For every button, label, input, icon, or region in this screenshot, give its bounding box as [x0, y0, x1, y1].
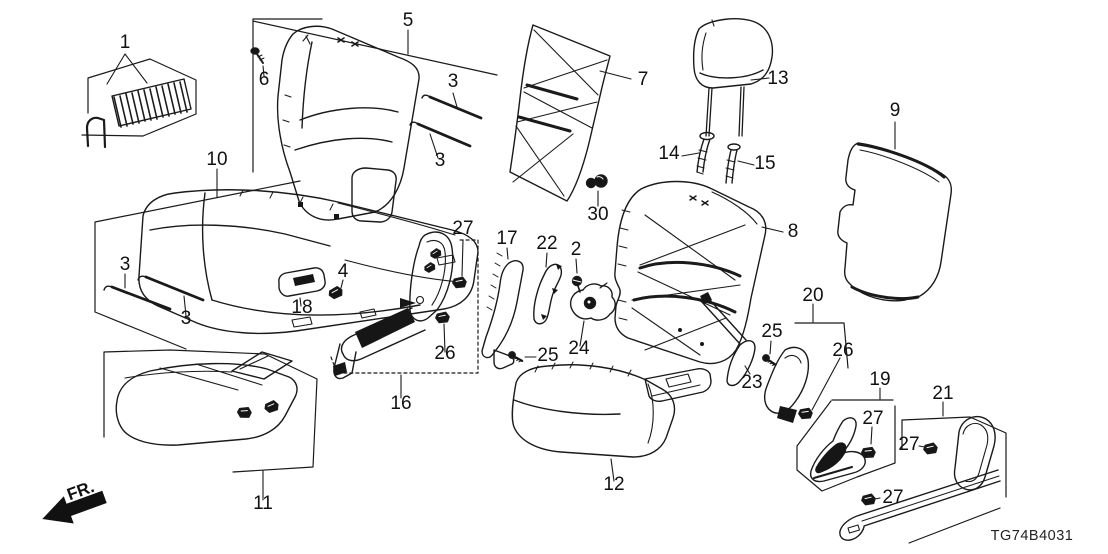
part-27-clip-mid [922, 441, 939, 456]
callout-16: 16 [390, 393, 411, 414]
callout-7: 7 [638, 69, 649, 90]
part-15-headrest-guide-lock [725, 143, 741, 184]
part-7-seatback-pad [509, 24, 611, 202]
callout-27a: 27 [452, 218, 473, 239]
callout-1: 1 [120, 32, 131, 53]
callout-11: 11 [253, 493, 273, 514]
callout-leader-lines [106, 29, 944, 501]
part-17-guide-bracket [481, 252, 524, 370]
callout-12: 12 [603, 474, 624, 495]
part-30-knob [585, 174, 608, 189]
callout-3b: 3 [435, 150, 446, 171]
part-3-trim-wires-left [103, 275, 205, 311]
callout-10: 10 [206, 149, 227, 170]
part-13-headrest [692, 18, 774, 137]
callout-24: 24 [568, 338, 590, 359]
callout-3d: 3 [181, 308, 192, 329]
callout-17: 17 [496, 228, 517, 249]
callout-27d: 27 [882, 487, 903, 508]
part-20-recliner-cover [763, 346, 810, 423]
part-26-clip-frame [434, 310, 451, 325]
part-26-clip-right [797, 406, 814, 421]
callout-27c: 27 [898, 434, 919, 455]
callout-27b: 27 [862, 408, 883, 429]
callout-26b: 26 [832, 340, 853, 361]
callout-25a: 25 [537, 345, 558, 366]
callout-4: 4 [338, 261, 349, 282]
group-boundary-lines [81, 18, 1007, 544]
part-9-seatback-panel [837, 142, 953, 302]
callout-8: 8 [788, 221, 799, 242]
fr-arrow-icon [42, 490, 107, 524]
part-12-seat-cushion [511, 361, 712, 458]
part-21-side-trim [839, 415, 1001, 541]
part-25-bolt-right [760, 352, 779, 368]
fr-direction-marker: FR. [42, 477, 107, 524]
callout-18: 18 [291, 297, 312, 318]
part-18-latch-cover [278, 267, 326, 297]
callout-15: 15 [754, 153, 775, 174]
part-22-strap [533, 263, 563, 325]
callout-6: 6 [259, 69, 270, 90]
part-1-staple-strip [85, 78, 192, 149]
callout-25b: 25 [761, 321, 782, 342]
callout-23: 23 [741, 372, 762, 393]
callout-22: 22 [536, 233, 557, 254]
part-27-clip-bottom [860, 492, 877, 507]
callout-26a: 26 [434, 343, 455, 364]
callout-21: 21 [932, 383, 953, 404]
part-5-seatback-cover [276, 25, 420, 223]
callout-9: 9 [890, 100, 901, 121]
callout-3a: 3 [448, 71, 459, 92]
part-23-lever [700, 292, 756, 387]
part-6-screw [250, 47, 265, 64]
callout-30: 30 [587, 204, 608, 225]
callout-19: 19 [869, 369, 890, 390]
part-11-cushion-pad [115, 351, 298, 446]
part-16-recliner-frame [333, 231, 454, 380]
part-24-pivot [569, 282, 616, 321]
callout-14: 14 [658, 143, 680, 164]
callout-3c: 3 [120, 254, 131, 275]
callout-2: 2 [571, 239, 582, 260]
callout-20: 20 [802, 285, 823, 306]
diagram-code: TG74B4031 [991, 528, 1074, 544]
callout-13: 13 [767, 68, 788, 89]
part-27-clip-bracket [860, 444, 877, 460]
part-19-foot-bracket [809, 417, 866, 483]
part-25-bolt-left [506, 350, 525, 364]
part-14-headrest-guide [696, 131, 715, 175]
callout-5: 5 [403, 10, 414, 31]
part-8-seatback-cover [614, 180, 767, 365]
part-2-screw [571, 275, 583, 293]
part-10-cushion-cover [138, 189, 479, 335]
callout-labels: 1 5 6 3 3 7 13 14 15 9 30 10 3 3 18 4 27… [120, 10, 954, 514]
part-3-trim-wires-right [409, 94, 483, 148]
part-27-clip-frame [451, 275, 468, 290]
